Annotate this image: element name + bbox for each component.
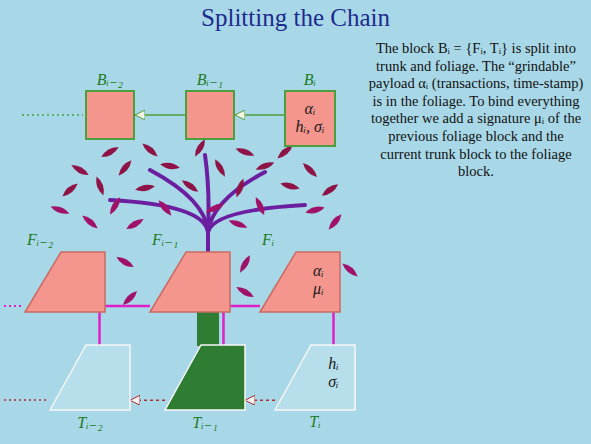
signature-link	[98, 312, 101, 345]
block-shape	[25, 252, 105, 312]
block-outline	[275, 345, 355, 410]
foliage-block: Fᵢ₋₁	[150, 252, 230, 312]
block-shape	[275, 345, 355, 410]
block-outline	[165, 345, 245, 410]
block-label: Fᵢ₋₁	[152, 230, 178, 249]
trunk-block: Tᵢ₋₁	[165, 345, 245, 410]
block-outline	[25, 252, 105, 312]
trunk-block: Tᵢhᵢσᵢ	[275, 345, 355, 410]
block-field: hᵢ	[328, 355, 339, 373]
block-field: σᵢ	[328, 373, 338, 391]
block-outline	[150, 252, 230, 312]
block-field: αᵢ	[305, 100, 316, 118]
trunk-arrow	[245, 400, 275, 402]
block-field: μᵢ	[313, 280, 324, 298]
block-label: Tᵢ₋₂	[50, 413, 130, 432]
signature-link	[222, 312, 225, 345]
chain-arrow	[235, 114, 284, 116]
signature-link	[230, 305, 260, 308]
block-label: Bᵢ	[286, 71, 334, 89]
block-shape	[50, 345, 130, 410]
block-field: αᵢ	[313, 262, 324, 280]
foliage-block: Fᵢ₋₂	[25, 252, 105, 312]
block-box: Bᵢαᵢhᵢ, σᵢ	[284, 90, 336, 147]
trunk-leader	[4, 399, 48, 401]
block-shape	[260, 252, 340, 312]
description-text: The block Bᵢ = {Fᵢ, Tᵢ} is split into tr…	[366, 40, 586, 181]
block-box: Bᵢ₋₁	[185, 90, 235, 140]
trunk-arrow	[130, 400, 165, 402]
block-box: Bᵢ₋₂	[85, 90, 135, 140]
signature-link	[332, 312, 335, 345]
block-field: hᵢ, σᵢ	[296, 118, 325, 136]
block-label: Fᵢ	[262, 231, 274, 249]
block-shape	[165, 345, 245, 410]
trunk-block: Tᵢ₋₂	[50, 345, 130, 410]
foliage-leader	[4, 305, 23, 307]
block-shape	[150, 252, 230, 312]
chain-arrow	[135, 114, 185, 116]
foliage-block: Fᵢαᵢμᵢ	[260, 252, 340, 312]
block-outline	[50, 345, 130, 410]
block-label: Tᵢ₋₁	[165, 413, 245, 432]
block-label: Bᵢ₋₁	[187, 70, 233, 89]
chain-leader	[22, 114, 83, 116]
block-label: Tᵢ	[275, 413, 355, 431]
signature-link	[105, 305, 150, 308]
tree-leaves	[60, 138, 340, 199]
slide-title: Splitting the Chain	[0, 4, 591, 32]
block-label: Fᵢ₋₂	[27, 230, 53, 249]
block-outline	[260, 252, 340, 312]
block-label: Bᵢ₋₂	[87, 70, 133, 89]
